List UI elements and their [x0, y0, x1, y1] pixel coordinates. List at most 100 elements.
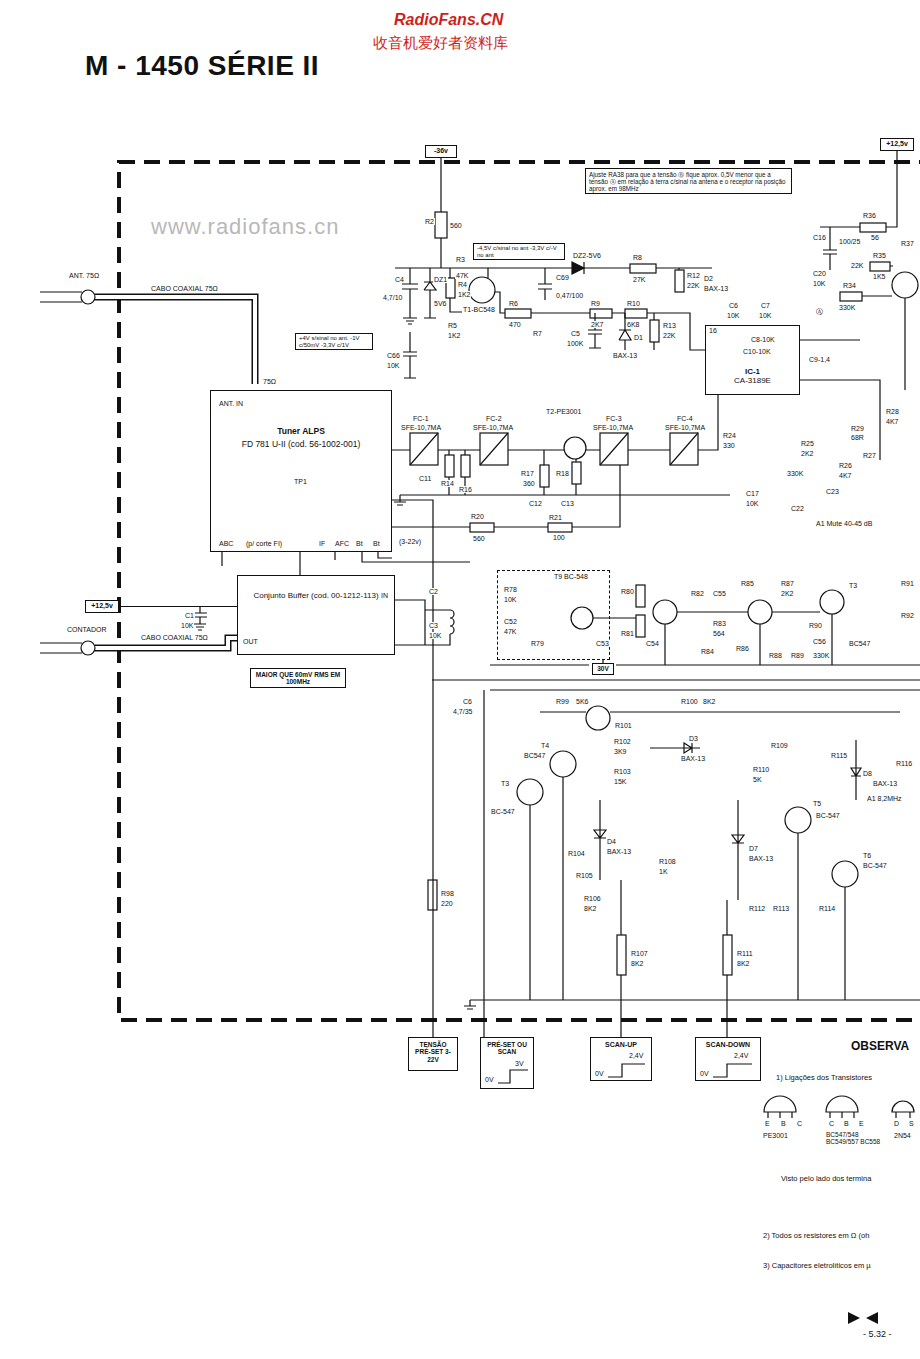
component-label: R21 [548, 514, 563, 521]
component-label: A1 8,2MHz [866, 795, 903, 802]
component-label: R26 [838, 462, 853, 469]
component-label: T5 [812, 800, 822, 807]
component-label: R92 [900, 612, 915, 619]
component-label: C20 [812, 270, 827, 277]
component-label: R86 [735, 645, 750, 652]
component-label: FC-4 [676, 415, 694, 422]
component-label: R111 [736, 950, 754, 957]
voltage-note-box: -4,5V c/sinal no ant -3,3V c/-V no ant [473, 243, 565, 260]
node-heading: Conjunto Buffer (cod. 00-1212-113) [253, 591, 378, 600]
node-heading: SCAN-UP [605, 1041, 637, 1048]
component-label: R37 [900, 240, 915, 247]
component-label: R89 [790, 652, 805, 659]
component-label: 2K7 [590, 321, 604, 328]
component-label: 8K2 [583, 905, 597, 912]
text-row: CA-3189E [709, 377, 796, 386]
component-label: PE3001 [762, 1132, 789, 1139]
component-label: 10K [428, 632, 442, 639]
component-label: R27 [862, 452, 877, 459]
component-label: D2 [703, 275, 714, 282]
note-text: 3) Capacitores eletrolíticos em µ [762, 1262, 872, 1270]
component-label: R4 [457, 281, 468, 288]
watermark: www.radiofans.cn [150, 215, 340, 238]
component-label: R102 [613, 738, 632, 745]
component-label: 470 [508, 321, 522, 328]
component-label: C66 [386, 352, 401, 359]
component-label: 27K [632, 276, 646, 283]
component-label: 5V6 [433, 300, 447, 307]
text-row: -4,5V c/sinal no ant -3,3V c/-V no ant [477, 245, 561, 258]
wire-connector [392, 500, 433, 1037]
component-label: C22 [790, 505, 805, 512]
component-label: R7 [532, 330, 543, 337]
component-label: T4 [540, 742, 550, 749]
component-label: CONTADOR [66, 626, 108, 633]
component-label: R34 [842, 282, 857, 289]
component-label: BC-547 [862, 862, 888, 869]
component-label: 47K [503, 628, 517, 635]
component-label: R28 [885, 408, 900, 415]
component-label: 560 [472, 535, 486, 542]
text-row: Conjunto Buffer (cod. 00-1212-113) [241, 592, 391, 601]
component-label: C52 [503, 618, 518, 625]
signal-note-box: MAIOR QUE 60mV RMS EM 100MHz [250, 668, 346, 688]
text-row: +4V s/sinal no ant. -1V c/50mV -3,3V c/1… [299, 335, 369, 348]
node-heading: Tuner ALPS [277, 426, 325, 436]
component-label: 3K9 [613, 748, 627, 755]
component-label: C3 [428, 622, 439, 629]
component-label: D1 [633, 334, 644, 341]
component-label: ABC [218, 540, 234, 547]
component-label: C4 [394, 276, 405, 283]
node-heading: +4V s/sinal no ant. -1V c/50mV -3,3V c/1… [299, 335, 360, 348]
component-label: R10 [626, 300, 641, 307]
component-label: C16 [812, 234, 827, 241]
component-label: BC-547 [490, 808, 516, 815]
component-label: C54 [645, 640, 660, 647]
component-label: 1K2 [457, 291, 471, 298]
component-label: C11 [418, 475, 432, 482]
node-heading: T9 BC-548 [554, 573, 588, 580]
component-label: 2K2 [780, 590, 794, 597]
component-label: R90 [808, 622, 823, 629]
component-label: (p/ corte FI) [245, 540, 283, 547]
text-row: 30V [596, 665, 610, 672]
component-label: R101 [614, 722, 633, 729]
component-label: C6 [462, 698, 473, 705]
note-text: 1) Ligações dos Transistores [775, 1074, 873, 1082]
supply-voltage-box: +12,5v [85, 600, 119, 613]
component-label: C6 [728, 302, 739, 309]
component-label: 0V [594, 1070, 605, 1077]
node-heading: +12,5v [886, 140, 908, 147]
component-label: C56 [812, 638, 827, 645]
component-label: C55 [712, 590, 727, 597]
component-label: 8K2 [736, 960, 750, 967]
supply-voltage-box: -36v [425, 145, 457, 158]
component-label: C12 [528, 500, 543, 507]
text-row: Ajuste RA38 para que a tensão Ⓑ fique ap… [589, 171, 788, 192]
component-label: R116 [895, 760, 913, 767]
component-label: C [796, 1120, 803, 1127]
component-label: R79 [530, 640, 545, 647]
component-label: C17 [745, 490, 760, 497]
node-heading: +12,5v [91, 602, 113, 609]
component-label: BAX-13 [606, 848, 632, 855]
component-label: FC-1 [412, 415, 430, 422]
component-label: T3 [500, 780, 510, 787]
buffer-module: Conjunto Buffer (cod. 00-1212-113) [237, 575, 395, 655]
wire-connector [299, 552, 300, 575]
component-label: 47K [455, 272, 469, 279]
component-label: R80 [620, 588, 635, 595]
component-label: 330K [838, 304, 856, 311]
node-text: FD 781 U-II (cod. 56-1002-001) [242, 439, 361, 449]
component-label: 0V [699, 1070, 710, 1077]
text-row: IC-1 [709, 368, 796, 377]
component-label: BAX-13 [748, 855, 774, 862]
page-number: - 5.32 - [862, 1330, 893, 1339]
component-label: 10K [180, 622, 194, 629]
component-label: R6 [508, 300, 519, 307]
voltage-box: 30V [592, 663, 614, 675]
tuner-module: Tuner ALPS FD 781 U-II (cod. 56-1002-001) [210, 390, 392, 552]
component-label: 10K [726, 312, 740, 319]
component-label: SFE-10,7MA [592, 424, 634, 431]
